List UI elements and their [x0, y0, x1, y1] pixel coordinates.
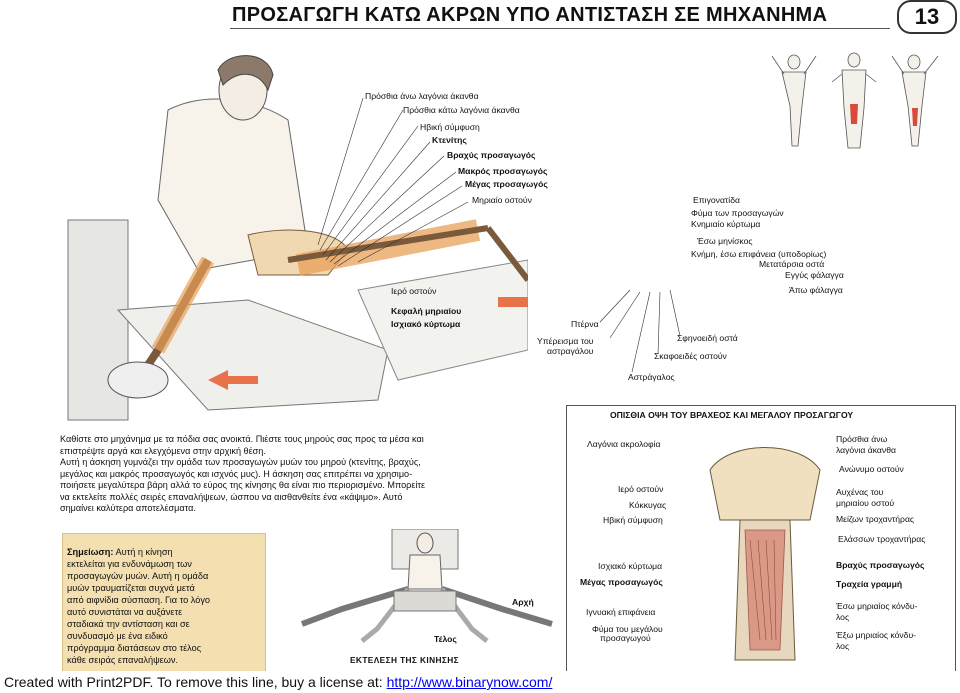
label-lesser-trochanter: Ελάσσων τροχαντήρας [838, 534, 926, 544]
label-pubic-symphysis-rear: Ηβική σύμφυση [603, 515, 663, 525]
label-tibia-medial-surface: Κνήμη, έσω επιφάνεια (υποδορίως) [691, 249, 827, 259]
instructions-text: Καθίστε στο μηχάνημα με τα πόδια σας ανο… [60, 434, 538, 515]
label-cuneiforms: Σφηνοειδή οστά [677, 333, 738, 343]
execution-caption: ΕΚΤΕΛΕΣΗ ΤΗΣ ΚΙΝΗΣΗΣ [350, 655, 460, 665]
label-pectineus: Κτενίτης [432, 135, 467, 145]
label-anterior-superior-iliac-spine: Πρόσθια άνω λαγόνια άκανθα [365, 91, 479, 101]
label-adductor-longus: Μακρός προσαγωγός [458, 166, 548, 176]
label-proximal-phalanx: Εγγύς φάλαγγα [785, 270, 844, 280]
label-linea-aspera: Τραχεία γραμμή [836, 579, 903, 589]
label-sacrum: Ιερό οστούν [391, 286, 437, 296]
label-tibial-tuberosity: Κνημιαίο κύρτωμα [691, 219, 761, 229]
instructions-line: ποιήσετε μεγαλύτερα βάρη αλλά το εύρος τ… [60, 480, 426, 490]
execution-start-label: Αρχή [512, 597, 534, 607]
label-adductor-brevis: Βραχύς προσαγωγός [447, 150, 536, 160]
label-medial-meniscus: Έσω μηνίσκος [697, 236, 753, 246]
rear-view-title: ΟΠΙΣΘΙΑ ΟΨΗ ΤΟΥ ΒΡΑΧΕΟΣ ΚΑΙ ΜΕΓΑΛΟΥ ΠΡΟΣ… [610, 410, 854, 420]
label-medial-condyle-2: λος [836, 612, 850, 622]
instructions-line: να εκτελείτε πολλές σειρές επαναλήψεων, … [60, 491, 403, 502]
label-coccyx: Κόκκυγας [629, 500, 667, 510]
note-line: κάθε σειράς επαναλήψεων. [67, 655, 179, 665]
note-line: αυτό συνιστάται να αυξάνετε [67, 607, 183, 617]
label-calcaneus: Πτέρνα [571, 319, 599, 329]
label-anterior-inferior-iliac-spine: Πρόσθια κάτω λαγόνια άκανθα [403, 105, 520, 115]
footer-text: Created with Print2PDF. To remove this l… [4, 674, 387, 690]
label-asis-rear-1: Πρόσθια άνω [836, 434, 888, 444]
label-talus: Αστράγαλος [628, 372, 675, 382]
label-adductor-magnus-rear: Μέγας προσαγωγός [580, 577, 663, 587]
label-sacrum-rear: Ιερό οστούν [618, 484, 664, 494]
label-sustentaculum-2: αστραγάλου [547, 346, 594, 356]
label-innominate: Ανώνυμο οστούν [839, 464, 904, 474]
label-pubic-symphysis: Ηβική σύμφυση [420, 122, 480, 132]
note-line: Αυτή η κίνηση [115, 547, 173, 557]
label-femoral-neck-2: μηριαίου οστού [836, 498, 895, 508]
label-greater-trochanter: Μείζων τροχαντήρας [836, 514, 915, 524]
instructions-line: Αυτή η άσκηση γυμνάζει την ομάδα των προ… [60, 457, 421, 467]
label-lateral-condyle-1: Έξω μηριαίος κόνδυ- [836, 630, 917, 640]
note-line: εκτελείται για ενδυνάμωση των [67, 559, 192, 569]
label-femoral-neck-1: Αυχένας του [836, 487, 884, 497]
note-line: συνδυασμό με ένα ειδικό [67, 631, 168, 641]
label-adductor-tubercle-rear-1: Φύμα του μεγάλου [592, 624, 663, 634]
execution-end-label: Τέλος [434, 634, 457, 644]
label-asis-rear-2: λαγόνια άκανθα [836, 445, 896, 455]
label-ischial-tuberosity-rear: Ισχιακό κύρτωμα [598, 561, 663, 571]
label-patella: Επιγονατίδα [693, 195, 740, 205]
instructions-line: μεγάλος και μακρός προσαγωγός και ισχνός… [60, 468, 413, 479]
label-femur: Μηριαίο οστούν [472, 195, 532, 205]
label-popliteal-surface: Ιγνυακή επιφάνεια [586, 607, 656, 617]
print2pdf-footer: Created with Print2PDF. To remove this l… [0, 671, 960, 693]
page-title: ΠΡΟΣΑΓΩΓΗ ΚΑΤΩ ΑΚΡΩΝ ΥΠΟ ΑΝΤΙΣΤΑΣΗ ΣΕ ΜΗ… [232, 4, 828, 26]
label-sustentaculum-1: Υπέρεισμα του [537, 336, 594, 346]
label-medial-condyle-1: Έσω μηριαίος κόνδυ- [836, 601, 918, 611]
execution-illustration [282, 529, 553, 647]
label-lateral-condyle-2: λος [836, 641, 850, 651]
note-line: πρόγραμμα διατάσεων στο τέλος [67, 643, 202, 653]
note-heading: Σημείωση: [67, 547, 114, 557]
instructions-line: Καθίστε στο μηχάνημα με τα πόδια σας ανο… [60, 434, 424, 444]
instructions-line: επιστρέψτε αργά και ελεγχόμενα στην αρχι… [60, 445, 266, 456]
footer-link[interactable]: http://www.binarynow.com/ [386, 674, 553, 690]
muscle-figures-thumbnail [771, 52, 939, 149]
main-anatomy-illustration [67, 55, 528, 421]
label-metatarsals: Μετατάρσια οστά [759, 259, 825, 269]
instructions-line: σημαίνει καλύτερα αποτελέσματα. [60, 503, 196, 513]
note-line: σταδιακά την αντίσταση και σε [67, 619, 190, 629]
note-line: μυών τραυματίζεται συχνά μετά [67, 583, 195, 593]
note-line: από αιφνίδια σύσπαση. Για το λόγο [67, 595, 211, 605]
label-femoral-head: Κεφαλή μηριαίου [391, 306, 462, 316]
pelvis-femur-illustration [709, 447, 821, 661]
label-adductor-tubercle-rear-2: προσαγωγού [600, 633, 651, 643]
note-line: προσαγωγών μυών. Αυτή η ομάδα [67, 571, 209, 581]
page-number-badge: 13 [897, 0, 957, 34]
label-ischial-tuberosity: Ισχιακό κύρτωμα [391, 319, 461, 329]
label-navicular: Σκαφοειδές οστούν [654, 351, 727, 361]
label-adductor-magnus: Μέγας προσαγωγός [465, 179, 548, 189]
title-rule [230, 28, 890, 29]
note-text: Σημείωση: Αυτή η κίνηση εκτελείται για ε… [67, 546, 263, 666]
label-adductor-tubercle: Φύμα των προσαγωγών [691, 208, 784, 218]
label-distal-phalanx: Άπω φάλαγγα [789, 285, 843, 295]
label-iliac-crest: Λαγόνια ακρολοφία [587, 439, 661, 449]
foot-leader-lines [599, 289, 681, 373]
label-adductor-brevis-rear: Βραχύς προσαγωγός [836, 560, 925, 570]
note-box [62, 533, 266, 673]
